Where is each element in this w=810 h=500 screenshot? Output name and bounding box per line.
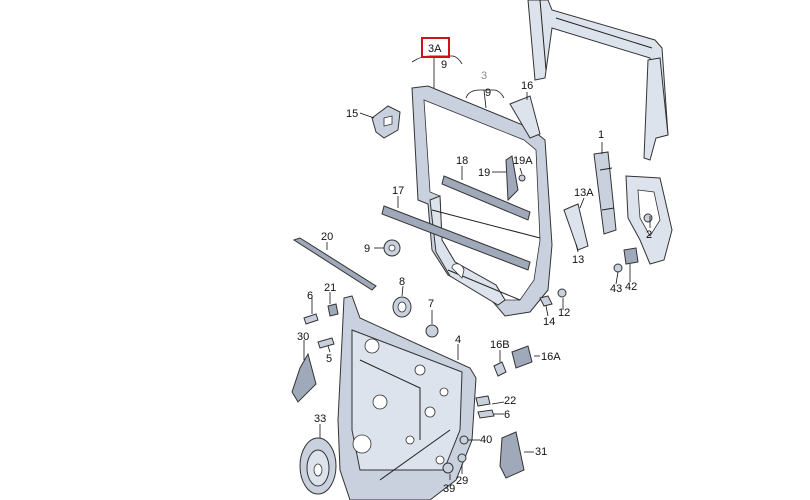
label-3A[interactable]: 3A [428, 43, 442, 55]
part-5-screw [317, 337, 335, 349]
label-17[interactable]: 17 [392, 185, 404, 197]
part-9-clip [383, 239, 401, 257]
label-20[interactable]: 20 [321, 231, 333, 243]
label-39[interactable]: 39 [443, 483, 455, 495]
label-6-a[interactable]: 6 [307, 290, 313, 302]
part-31-trim [499, 431, 525, 479]
part-4-inner-panel [337, 295, 477, 500]
part-15-bracket [371, 105, 401, 139]
label-9-b[interactable]: 9 [485, 87, 491, 99]
part-16-trim [509, 95, 541, 139]
label-16[interactable]: 16 [521, 80, 533, 92]
label-43[interactable]: 43 [610, 283, 622, 295]
part-8-grommet [392, 296, 412, 318]
label-13[interactable]: 13 [572, 254, 584, 266]
label-30[interactable]: 30 [297, 331, 309, 343]
part-21-clip [327, 303, 339, 317]
label-8[interactable]: 8 [399, 276, 405, 288]
part-43-nut [613, 263, 623, 273]
label-2[interactable]: 2 [646, 229, 652, 241]
part-6-screw-lower [477, 409, 495, 419]
label-1[interactable]: 1 [598, 129, 604, 141]
part-13A-trim [563, 203, 589, 251]
label-33[interactable]: 33 [314, 413, 326, 425]
label-21[interactable]: 21 [324, 282, 336, 294]
label-42[interactable]: 42 [625, 281, 637, 293]
label-29[interactable]: 29 [456, 475, 468, 487]
part-19-trim [505, 155, 519, 202]
label-16B[interactable]: 16B [490, 339, 510, 351]
highlight-box [421, 37, 450, 58]
label-16A[interactable]: 16A [541, 351, 561, 363]
part-22-screw [475, 395, 491, 407]
part-16A-lock [511, 345, 533, 369]
part-16B-screw [493, 361, 507, 377]
label-19A[interactable]: 19A [513, 155, 533, 167]
label-12[interactable]: 12 [558, 307, 570, 319]
part-20-strip [292, 237, 377, 291]
part-30-trim [291, 352, 317, 403]
label-31[interactable]: 31 [535, 446, 547, 458]
label-9-a[interactable]: 9 [441, 59, 447, 71]
part-19A-clip [518, 174, 526, 182]
part-18-strip [441, 175, 531, 221]
label-7[interactable]: 7 [428, 298, 434, 310]
part-39-clip [442, 462, 454, 474]
label-18[interactable]: 18 [456, 155, 468, 167]
part-7-plug [425, 324, 439, 338]
label-6-b[interactable]: 6 [504, 409, 510, 421]
window-run-channel [527, 0, 669, 161]
label-3[interactable]: 3 [481, 70, 487, 82]
label-5[interactable]: 5 [326, 353, 332, 365]
callout-labels: 3A 9 3 9 16 15 1 18 19A 19 17 13A 2 20 9… [297, 43, 652, 495]
label-14[interactable]: 14 [543, 316, 555, 328]
part-6-screw [303, 313, 319, 325]
part-14-screw [539, 295, 553, 307]
part-12-screw [557, 288, 567, 298]
label-9-c[interactable]: 9 [364, 243, 370, 255]
window-regulator [593, 151, 673, 265]
label-22[interactable]: 22 [504, 395, 516, 407]
part-29-screw [457, 453, 467, 463]
label-19[interactable]: 19 [478, 167, 490, 179]
part-40-screw [459, 435, 469, 445]
part-42-bracket [623, 247, 639, 265]
part-33-speaker [299, 437, 337, 495]
part-17-seal-strip [381, 205, 531, 271]
label-13A[interactable]: 13A [574, 187, 594, 199]
label-15[interactable]: 15 [346, 108, 358, 120]
label-40[interactable]: 40 [480, 434, 492, 446]
label-4[interactable]: 4 [455, 334, 461, 346]
